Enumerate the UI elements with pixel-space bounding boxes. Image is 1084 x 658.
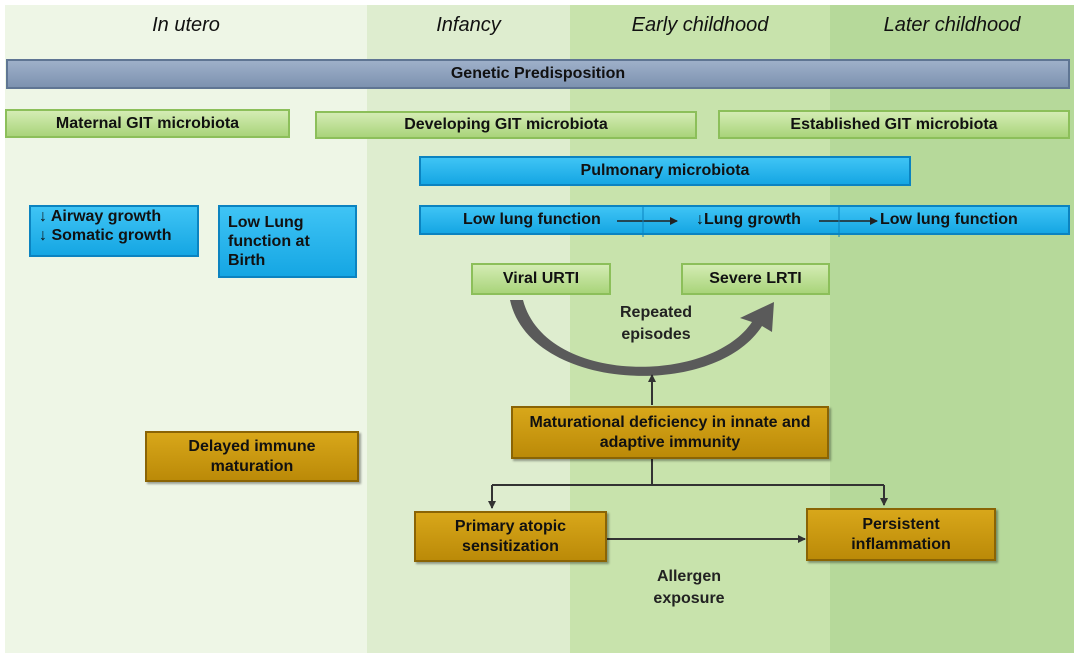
viral-urti-box: Viral URTI xyxy=(471,263,611,295)
established-git-microbiota-box: Established GIT microbiota xyxy=(718,110,1070,139)
down-arrow-icon: ↓ xyxy=(39,227,47,245)
maturational-deficiency-box: Maturational deficiency in innate and ad… xyxy=(511,406,829,459)
developing-git-microbiota-box: Developing GIT microbiota xyxy=(315,111,697,139)
somatic-growth-row: ↓ Somatic growth xyxy=(39,226,171,245)
period-label-in-utero: In utero xyxy=(152,14,220,36)
persistent-inflammation-box: Persistent inflammation xyxy=(806,508,996,561)
period-label-infancy: Infancy xyxy=(436,14,501,36)
low-lung-function-birth-box: Low Lung function at Birth xyxy=(218,205,357,278)
down-arrow-icon: ↓ xyxy=(39,208,47,225)
period-label-later-childhood: Later childhood xyxy=(883,14,1021,36)
severe-lrti-box: Severe LRTI xyxy=(681,263,830,295)
maternal-git-microbiota-box: Maternal GIT microbiota xyxy=(5,109,290,138)
lung-chain-bar: Low lung function ↓Lung growth Low lung … xyxy=(419,205,1070,237)
somatic-growth-label: Somatic growth xyxy=(51,227,172,245)
repeated-episodes-label: Repeated episodes xyxy=(619,304,693,344)
genetic-predisposition-bar: Genetic Predisposition xyxy=(6,59,1070,89)
allergen-exposure-label: Allergen exposure xyxy=(653,568,725,608)
down-arrow-icon: ↓ xyxy=(696,211,704,229)
airway-growth-label: Airway growth xyxy=(50,208,162,225)
growth-box: ↓ Airway growth ↓ Somatic growth xyxy=(29,205,199,257)
airway-growth-row: ↓ Airway growth xyxy=(39,207,161,226)
pulmonary-microbiota-box: Pulmonary microbiota xyxy=(419,156,911,186)
lung-growth-label: Lung growth xyxy=(704,211,801,229)
lung-growth-label-wrap: ↓Lung growth xyxy=(696,210,801,229)
chain-arrows xyxy=(617,207,878,237)
period-label-early-childhood: Early childhood xyxy=(631,14,769,36)
primary-atopic-sensitization-box: Primary atopic sensitization xyxy=(414,511,607,562)
low-lung-function-third: Low lung function xyxy=(880,211,1018,229)
curved-arrow-icon xyxy=(510,300,774,376)
low-lung-function-first: Low lung function xyxy=(463,211,601,229)
delayed-immune-maturation-box: Delayed immune maturation xyxy=(145,431,359,482)
